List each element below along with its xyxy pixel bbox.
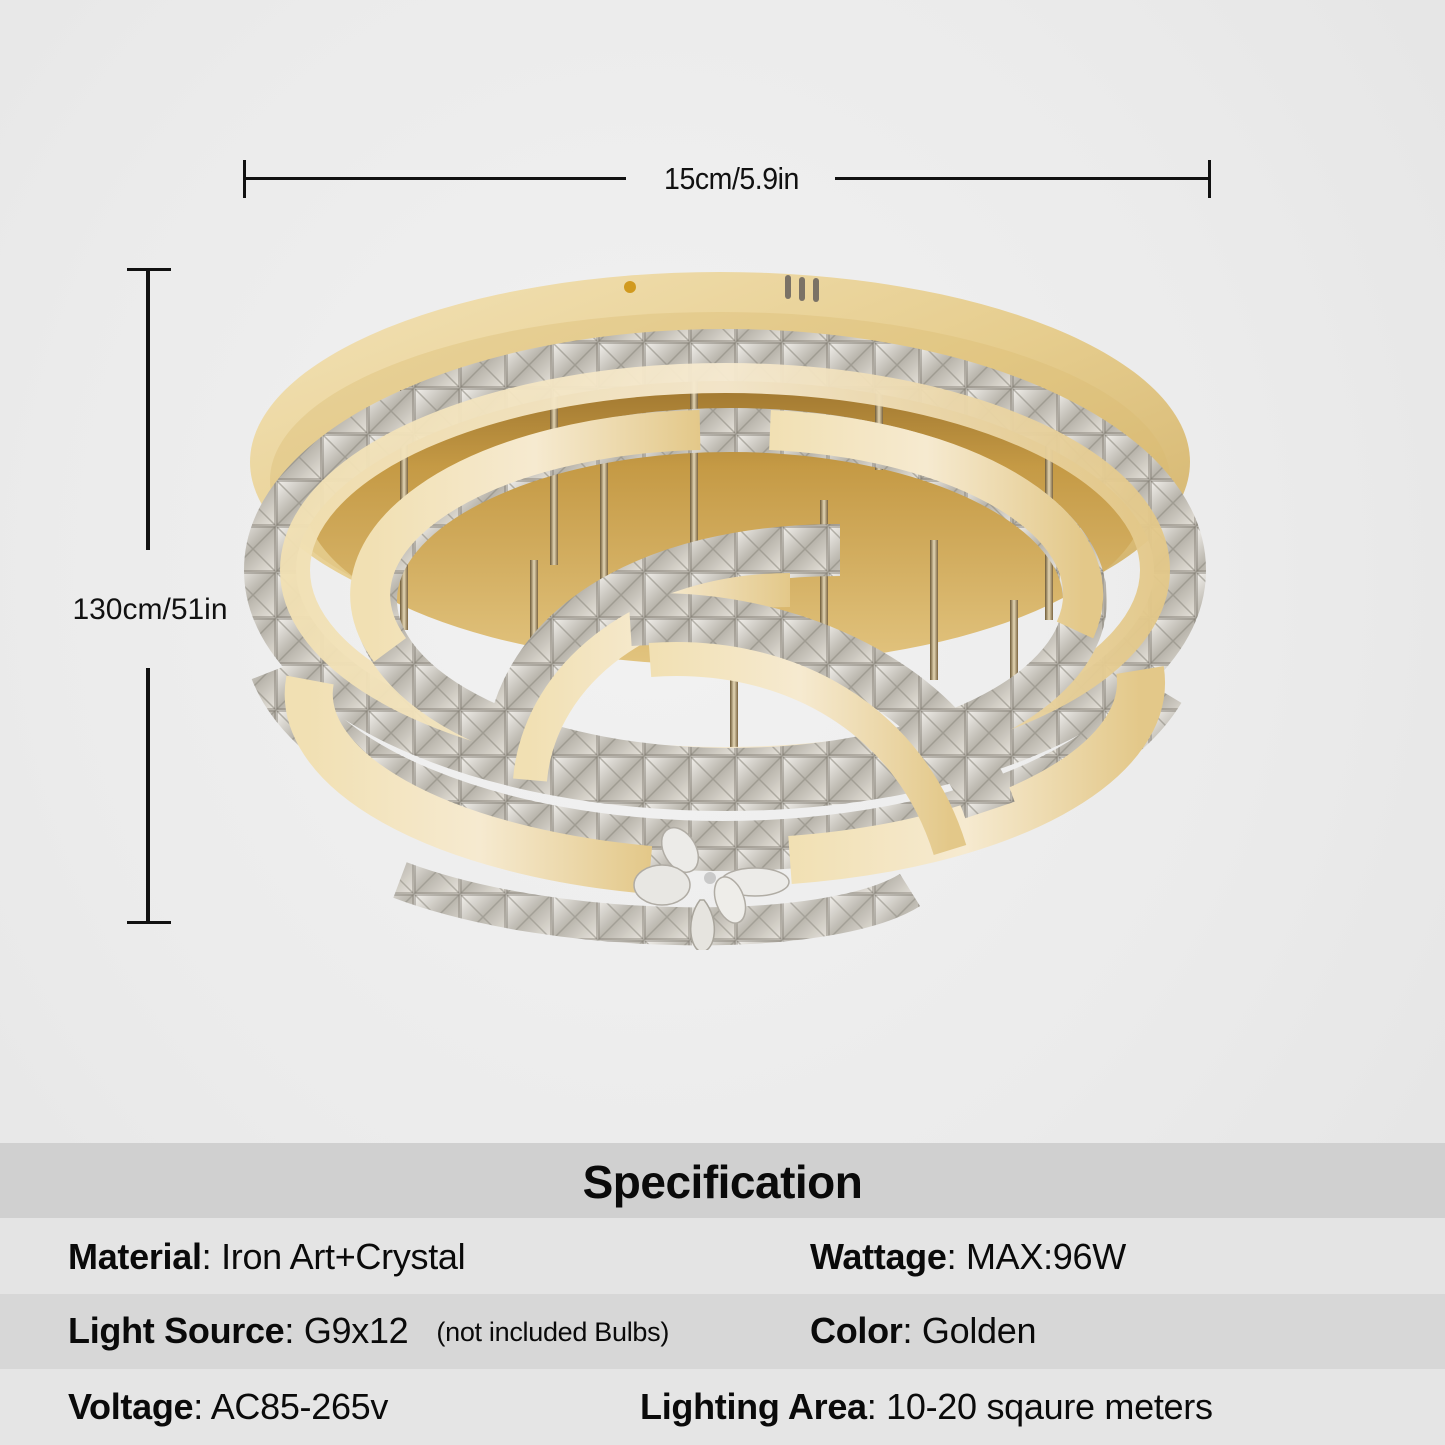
spec-key: Lighting Area [640,1386,867,1427]
spec-value: AC85-265v [210,1386,389,1427]
spec-value: MAX:96W [965,1236,1126,1277]
spec-header-band [0,1143,1445,1218]
dimension-line [146,668,150,924]
width-dimension-label: 15cm/5.9in [664,161,799,196]
spec-value: Iron Art+Crystal [221,1236,466,1277]
spec-item-material: Material: Iron Art+Crystal [68,1235,466,1279]
specification-table: Specification Material: Iron Art+Crystal… [0,1143,1445,1445]
spec-key: Wattage [810,1236,947,1277]
spec-row-band [0,1369,1445,1445]
spec-value: 10-20 sqaure meters [886,1386,1213,1427]
spec-item-wattage: Wattage: MAX:96W [810,1235,1126,1279]
height-dimension-label: 130cm/51in [72,593,228,626]
spec-key: Material [68,1236,202,1277]
spec-separator: : [902,1310,913,1351]
spec-row-band [0,1294,1445,1369]
height-dimension: 130cm/51in [40,268,260,924]
spec-separator: : [866,1386,877,1427]
spec-separator: : [193,1386,203,1427]
dimension-line [146,268,150,550]
crystal-pendant [633,826,790,953]
spec-note: (not included Bulbs) [436,1317,670,1347]
dimension-end-cap [1208,160,1211,198]
spec-value: Golden [921,1310,1037,1351]
spec-value: G9x12 [303,1310,409,1351]
chandelier-illustration [244,272,1206,953]
spec-row-band [0,1218,1445,1294]
spec-key: Light Source [68,1310,285,1351]
width-dimension: 15cm/5.9in [243,160,1211,198]
dimension-line [243,177,626,180]
spec-key: Voltage [68,1386,194,1427]
spec-item-light-source: Light Source: G9x12 (not included Bulbs) [68,1309,669,1354]
dimension-end-cap [127,921,171,924]
spec-title: Specification [582,1156,863,1208]
spec-separator: : [946,1236,957,1277]
spec-separator: : [201,1236,212,1277]
spec-separator: : [284,1310,295,1351]
spec-item-lighting-area: Lighting Area: 10-20 sqaure meters [640,1385,1213,1429]
spec-item-color: Color: Golden [810,1309,1037,1353]
product-image [230,250,1230,953]
spec-key: Color [810,1310,903,1351]
dimension-line [835,177,1211,180]
screw-icon [624,281,636,293]
spec-item-voltage: Voltage: AC85-265v [68,1385,388,1429]
